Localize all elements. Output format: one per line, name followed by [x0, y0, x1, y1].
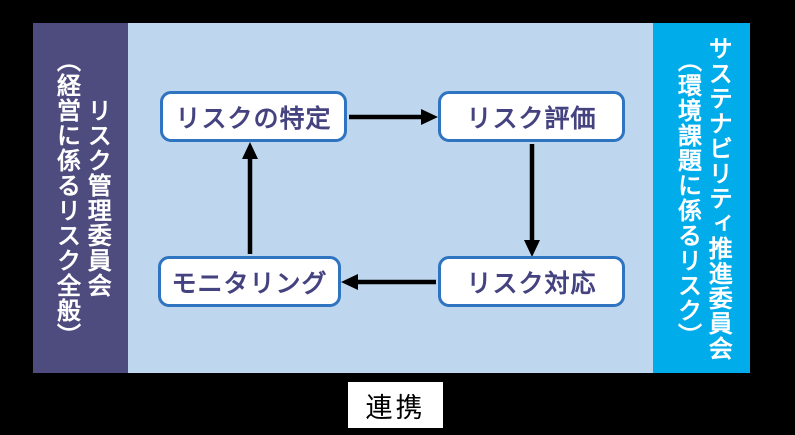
sustainability-committee-panel: サステナビリティ推進委員会 （環境課題に係るリスク）	[653, 23, 750, 373]
sustainability-committee-text: サステナビリティ推進委員会 （環境課題に係るリスク）	[671, 36, 732, 361]
risk-management-committee-text: リスク管理委員会 （経営に係るリスク全般）	[50, 48, 111, 348]
risk-management-committee-panel: リスク管理委員会 （経営に係るリスク全般）	[33, 23, 128, 373]
node-monitoring: モニタリング	[158, 256, 341, 307]
collaboration-label: 連携	[348, 382, 443, 428]
left-panel-title: リスク管理委員会	[83, 98, 111, 298]
right-panel-subtitle: （環境課題に係るリスク）	[673, 48, 701, 348]
left-panel-subtitle: （経営に係るリスク全般）	[52, 48, 80, 348]
node-risk-identification: リスクの特定	[160, 91, 347, 142]
node-risk-assessment: リスク評価	[438, 91, 625, 142]
right-panel-title: サステナビリティ推進委員会	[704, 35, 732, 361]
risk-cycle-flow-area	[128, 23, 653, 373]
node-risk-response: リスク対応	[438, 256, 625, 307]
